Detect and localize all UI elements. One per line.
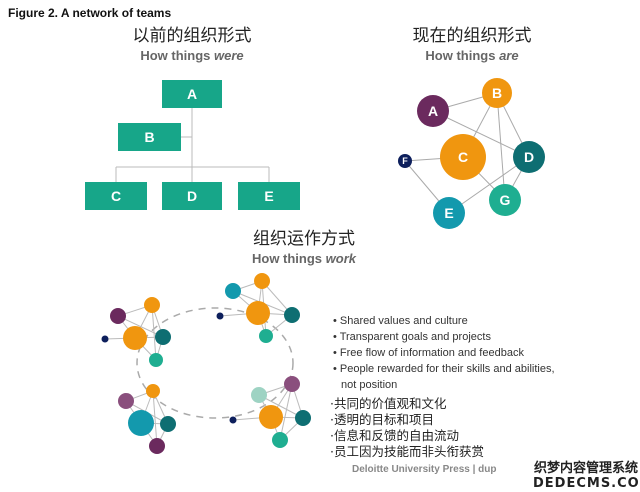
hierarchy-node-b: B (118, 123, 181, 151)
cluster-node (118, 393, 134, 409)
cluster-node (295, 410, 311, 426)
network-node-e (433, 197, 465, 229)
watermark-line2: DEDECMS.COM (533, 476, 640, 491)
network-node-label: G (500, 192, 511, 208)
team-cluster-4 (229, 376, 311, 448)
network-node-g (489, 184, 521, 216)
cluster-node (123, 326, 147, 350)
cluster-node (229, 416, 237, 424)
were-subtitle-em: were (214, 48, 244, 63)
bullet-item-continuation: not position (341, 379, 398, 391)
cluster-node (149, 353, 163, 367)
work-subtitle-em: work (325, 251, 356, 266)
network-node-d (513, 141, 545, 173)
bullet-item: • People rewarded for their skills and a… (333, 363, 555, 375)
cluster-node (246, 301, 270, 325)
network-node-a (417, 95, 449, 127)
hierarchy-node-c: C (85, 182, 147, 210)
network-node-b (482, 78, 512, 108)
cluster-node (128, 410, 154, 436)
work-title-cn: 组织运作方式 (253, 229, 355, 249)
cluster-node (144, 297, 160, 313)
watermark: 织梦内容管理系统 DEDECMS.COM (533, 461, 640, 491)
bullet-item-cn: ·透明的目标和项目 (330, 412, 434, 427)
were-title-cn: 以前的组织形式 (132, 26, 252, 46)
bullet-list-en: • Shared values and culture • Transparen… (333, 313, 555, 393)
watermark-line1: 织梦内容管理系统 (533, 461, 638, 476)
bullet-item: • Shared values and culture (333, 315, 468, 327)
bullet-item-cn: ·共同的价值观和文化 (330, 396, 447, 411)
bullet-list-cn: ·共同的价值观和文化 ·透明的目标和项目 ·信息和反馈的自由流动 ·员工因为技能… (330, 396, 484, 460)
cluster-edge (117, 315, 164, 338)
bullet-item: • Free flow of information and feedback (333, 347, 524, 359)
team-cluster-1 (101, 297, 171, 367)
are-subtitle-prefix: How things (425, 48, 500, 63)
cluster-node (259, 405, 283, 429)
network-edge (432, 110, 530, 158)
hierarchy-node-e: E (238, 182, 300, 210)
cluster-edge (258, 394, 304, 419)
work-subtitle-prefix: How things (251, 251, 326, 266)
team-clusters (101, 273, 311, 454)
network-node-label: E (444, 205, 453, 221)
hierarchy-node-a: A (162, 80, 222, 108)
cluster-node (155, 329, 171, 345)
network-graph: A B C D E F G (398, 78, 545, 229)
network-node-label: B (492, 85, 502, 101)
cluster-node (149, 438, 165, 454)
bullet-item-cn: ·信息和反馈的自由流动 (330, 428, 459, 443)
network-node-c (440, 134, 486, 180)
cluster-node (259, 329, 273, 343)
cluster-node (101, 335, 109, 343)
bullet-item: • Transparent goals and projects (333, 331, 491, 343)
cluster-node (225, 283, 241, 299)
are-title-cn: 现在的组织形式 (412, 26, 532, 46)
were-subtitle: How things were (92, 48, 292, 63)
cluster-node (160, 416, 176, 432)
work-subtitle: How things work (204, 251, 404, 266)
cluster-edge (152, 390, 158, 447)
cluster-node (284, 307, 300, 323)
cluster-node (146, 384, 160, 398)
are-subtitle-em: are (499, 48, 519, 63)
network-node-label: C (458, 149, 468, 165)
cluster-node (110, 308, 126, 324)
network-node-label: D (524, 149, 534, 165)
network-node-label: A (428, 103, 438, 119)
cluster-node (284, 376, 300, 392)
team-cluster-2 (216, 273, 300, 343)
network-edge (496, 92, 506, 201)
cluster-node (254, 273, 270, 289)
cluster-node (251, 387, 267, 403)
footer-credit: Deloitte University Press | dup (352, 464, 497, 475)
dashed-connection-ring (136, 307, 294, 419)
are-subtitle: How things are (372, 48, 572, 63)
cluster-edge (279, 383, 293, 441)
hierarchy-connectors (115, 108, 270, 182)
team-cluster-3 (118, 384, 176, 454)
hierarchy-node-d: D (162, 182, 222, 210)
bullet-item-cn: ·员工因为技能而非头衔获赏 (330, 444, 484, 459)
network-node-label: F (402, 156, 408, 166)
were-subtitle-prefix: How things (140, 48, 215, 63)
cluster-node (272, 432, 288, 448)
network-node-f (398, 154, 412, 168)
cluster-node (216, 312, 224, 320)
network-edge (448, 156, 530, 214)
figure-title: Figure 2. A network of teams (8, 6, 172, 20)
